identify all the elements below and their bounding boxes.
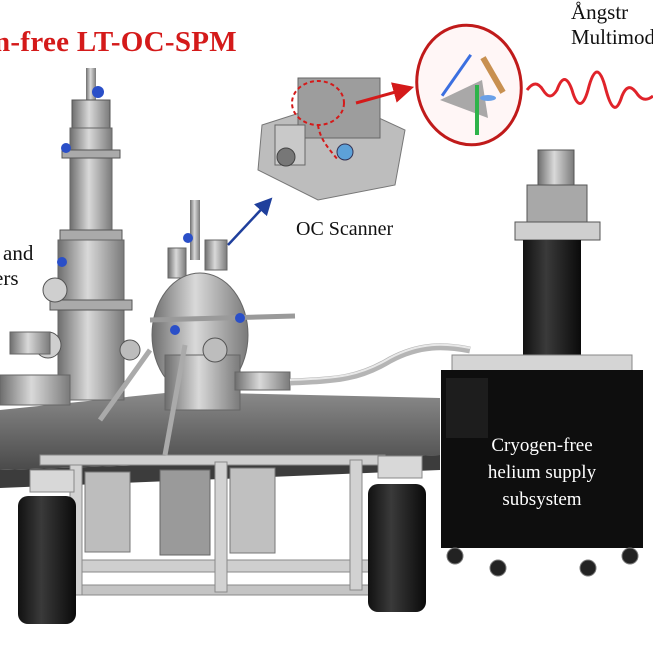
cryocooler-head (526, 184, 588, 226)
blue-valve-1 (92, 86, 104, 98)
helium-supply-label-line-1: Cryogen-free (491, 435, 593, 456)
helium-transfer-line-highlight (289, 343, 471, 381)
chamber-neck (190, 200, 200, 260)
support-strut-1 (97, 348, 153, 422)
blue-valve-4 (183, 233, 193, 243)
port-viewport-3 (119, 339, 141, 361)
side-port-left (9, 331, 51, 355)
column-lower-tube (57, 239, 125, 401)
chamber-side-port (167, 247, 187, 279)
helium-supply-subsystem (441, 149, 643, 577)
load-lock-tube (234, 371, 291, 391)
frame-post-2 (214, 461, 228, 593)
optics-mirror (480, 56, 506, 94)
left-edge-label-line-2: ers (0, 266, 19, 290)
main-vacuum-column (0, 68, 141, 406)
frame-post-3 (349, 459, 363, 591)
scanner-highlight-tail (317, 124, 339, 161)
column-top-flange (71, 99, 111, 129)
top-right-label-line-2: Multimod (570, 25, 653, 49)
caster-1 (446, 547, 464, 565)
caster-4 (621, 547, 639, 565)
helium-supply-label: Cryogen-free helium supply subsystem (441, 432, 643, 513)
column-flange-3 (49, 299, 133, 311)
optics-beam-blue (440, 53, 472, 97)
isolator-cap-1 (29, 469, 75, 493)
cryostat-base-plate (451, 354, 633, 372)
column-top-rod (86, 68, 96, 108)
column-flange-2 (59, 229, 123, 241)
isolator-leg-2 (368, 484, 426, 612)
oc-scanner-inset (257, 77, 406, 201)
frame-rail-top (39, 454, 386, 466)
caster-3 (579, 559, 597, 577)
isolator-leg-1 (18, 496, 76, 624)
electronics-box-1 (84, 471, 131, 553)
column-flange-1 (61, 149, 121, 159)
optics-lens (480, 95, 496, 101)
chamber-viewport (202, 337, 228, 363)
cryocooler-top-unit (537, 149, 575, 186)
blue-valve-5 (235, 313, 245, 323)
helium-supply-label-line-2: helium supply (487, 462, 597, 483)
isolator-cap-2 (377, 455, 423, 479)
scanner-lens-1 (276, 147, 296, 167)
left-edge-label-line-1: and (3, 241, 34, 265)
scanner-body (297, 77, 381, 139)
optics-beam-green (475, 85, 479, 135)
chamber-top-port (204, 239, 228, 271)
optics-inset (415, 23, 523, 147)
figure-title: n-free LT-OC-SPM (0, 26, 237, 58)
cryostat-cylinder (523, 240, 581, 360)
top-right-label: Ångstr Multimod (571, 0, 653, 50)
light-wave (525, 70, 653, 109)
oc-scanner-label: OC Scanner (296, 218, 394, 240)
optics-ellipse (415, 23, 523, 147)
caster-2 (489, 559, 507, 577)
left-edge-label: and ers (0, 241, 33, 291)
top-right-label-line-1: Ångstr (570, 0, 629, 24)
helium-transfer-line (289, 343, 471, 386)
scanner-lens-2 (336, 143, 354, 161)
frame-rail-bottom (29, 559, 391, 573)
spm-chamber (97, 200, 296, 456)
electronics-box-3 (229, 467, 276, 554)
helium-supply-label-line-3: subsystem (502, 489, 582, 510)
column-upper-tube (69, 127, 113, 239)
blue-valve-3 (57, 257, 67, 267)
manipulator-arm (149, 313, 296, 323)
cabinet-panel (446, 378, 488, 438)
cryocooler-flange (514, 221, 601, 241)
electronics-box-2 (159, 469, 211, 556)
port-viewport-1 (42, 277, 68, 303)
column-side-tube (0, 374, 71, 406)
arrow-to-oc-scanner (227, 197, 273, 246)
support-strut-2 (162, 344, 188, 456)
arrow-to-optics (355, 82, 415, 105)
blue-valve-6 (170, 325, 180, 335)
vibration-isolation-frame (0, 392, 440, 624)
blue-valve-2 (61, 143, 71, 153)
optical-table-top (0, 392, 440, 470)
